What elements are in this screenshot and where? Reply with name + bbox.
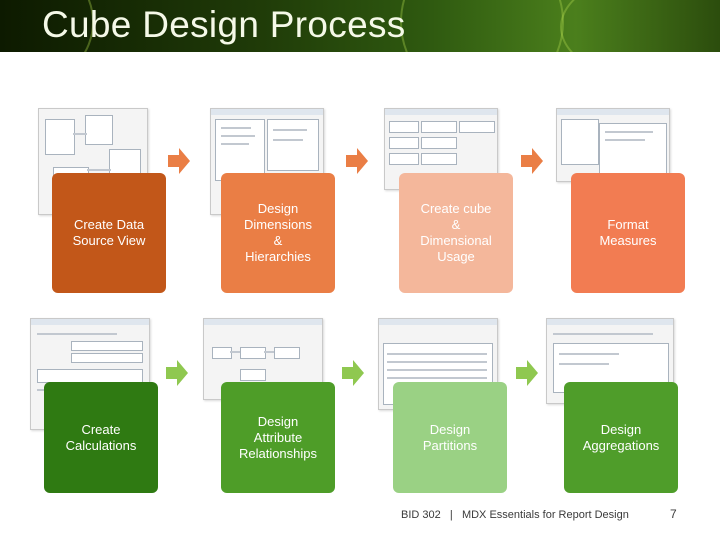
arrow-right-icon bbox=[516, 360, 538, 386]
arrow-right-icon bbox=[521, 148, 543, 174]
footer-text: BID 302 | MDX Essentials for Report Desi… bbox=[401, 509, 629, 521]
decorative-swirl bbox=[400, 0, 564, 52]
step-label: Design Attribute Relationships bbox=[238, 413, 318, 461]
decorative-swirl bbox=[0, 0, 94, 52]
step-design-attribute-relationships: Design Attribute Relationships bbox=[221, 382, 335, 493]
arrow-right-icon bbox=[342, 360, 364, 386]
step-label: Format Measures bbox=[599, 217, 657, 248]
slide-title: Cube Design Process bbox=[42, 4, 406, 45]
decorative-swirl bbox=[560, 0, 720, 52]
arrow-right-icon bbox=[168, 148, 190, 174]
step-label: Design Partitions bbox=[422, 421, 478, 453]
footer-separator: | bbox=[449, 509, 453, 521]
step-format-measures: Format Measures bbox=[571, 173, 685, 293]
title-banner: Cube Design Process bbox=[0, 0, 720, 52]
step-design-aggregations: Design Aggregations bbox=[564, 382, 678, 493]
course-code: BID 302 bbox=[401, 509, 441, 521]
screenshot-thumbnail-format-measures bbox=[556, 108, 670, 182]
step-create-cube: Create cube & Dimensional Usage bbox=[399, 173, 513, 293]
step-label: Create Calculations bbox=[65, 421, 137, 453]
step-label: Design Aggregations bbox=[582, 421, 660, 453]
page-number: 7 bbox=[670, 507, 677, 521]
step-create-data-source-view: Create Data Source View bbox=[52, 173, 166, 293]
arrow-right-icon bbox=[166, 360, 188, 386]
step-design-partitions: Design Partitions bbox=[393, 382, 507, 493]
course-subtitle: MDX Essentials for Report Design bbox=[461, 509, 629, 521]
step-label: Create cube & Dimensional Usage bbox=[420, 201, 492, 264]
step-label: Create Data Source View bbox=[72, 217, 146, 248]
arrow-right-icon bbox=[346, 148, 368, 174]
step-design-dimensions: Design Dimensions & Hierarchies bbox=[221, 173, 335, 293]
step-create-calculations: Create Calculations bbox=[44, 382, 158, 493]
step-label: Design Dimensions & Hierarchies bbox=[244, 201, 312, 264]
